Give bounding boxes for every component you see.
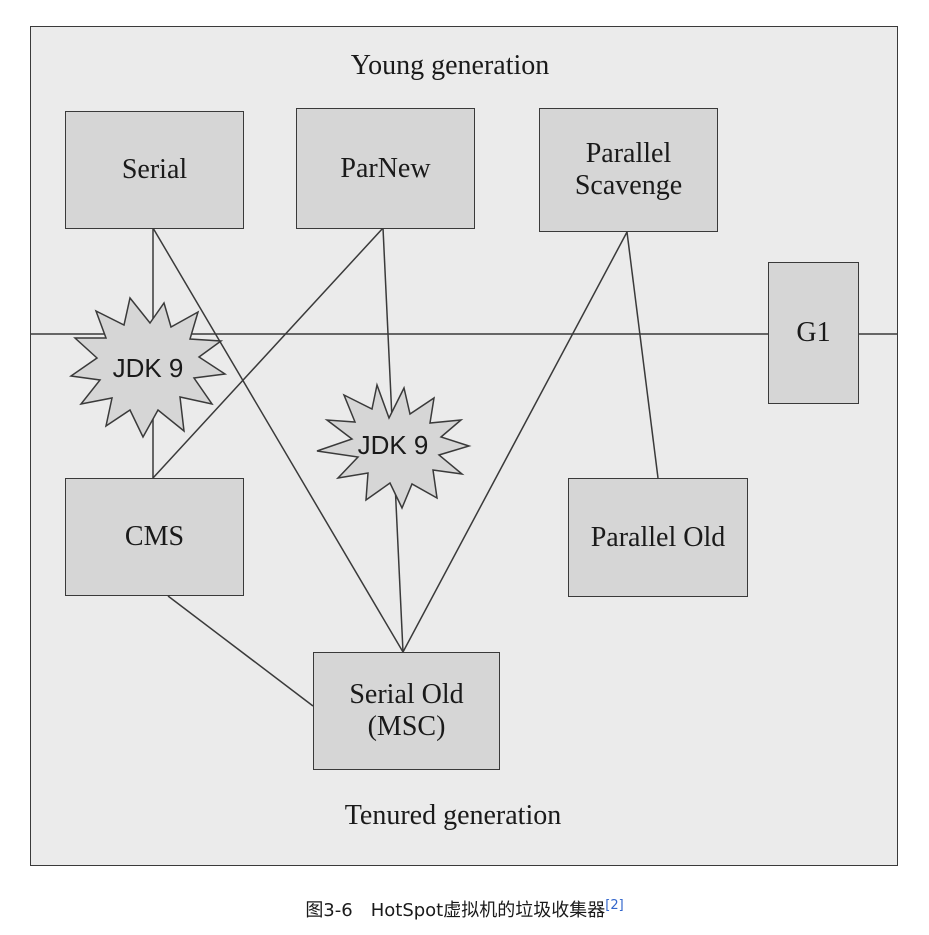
serial-old-collector-box: Serial Old (MSC) (313, 652, 500, 770)
link-ps-parallelold (626, 231, 659, 479)
parallel-scavenge-collector-box: Parallel Scavenge (539, 108, 718, 232)
parallel-old-collector-box: Parallel Old (568, 478, 748, 597)
young-generation-label: Young generation (350, 50, 550, 81)
jdk9-label-left: JDK 9 (112, 353, 184, 383)
tenured-generation-label: Tenured generation (344, 800, 562, 831)
link-serial-serialold (152, 227, 404, 653)
caption-text: 图3-6 HotSpot虚拟机的垃圾收集器 (305, 900, 606, 921)
figure-caption: 图3-6 HotSpot虚拟机的垃圾收集器[2] (0, 896, 929, 922)
jdk9-burst-center (316, 382, 472, 510)
caption-reference[interactable]: [2] (605, 898, 624, 913)
g1-collector-box: G1 (768, 262, 859, 404)
link-cms-serialold (167, 595, 314, 707)
jdk9-burst-left (68, 296, 228, 439)
link-ps-serialold (402, 231, 628, 653)
parnew-collector-box: ParNew (296, 108, 475, 229)
cms-collector-box: CMS (65, 478, 244, 596)
link-parnew-cms (152, 227, 384, 479)
jdk9-label-center: JDK 9 (357, 430, 429, 460)
serial-collector-box: Serial (65, 111, 244, 229)
